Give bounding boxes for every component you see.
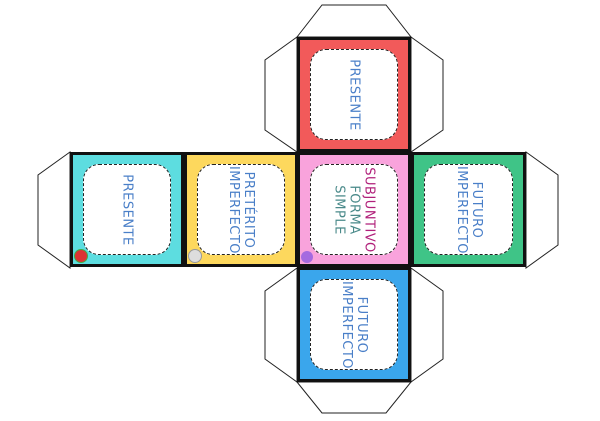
tab-top-right (410, 36, 444, 153)
tab-top-left (264, 36, 298, 153)
tab-top (295, 4, 413, 38)
face-label: FUTURO IMPERFECTO (339, 280, 369, 368)
face-middle-left: PRETÉRITO IMPERFECTO (184, 152, 298, 267)
face-card: PRESENTE (310, 49, 398, 140)
label-line: SUBJUNTIVO (361, 166, 377, 253)
face-card: FUTURO IMPERFECTO (424, 164, 513, 255)
face-card: FUTURO IMPERFECTO (310, 279, 398, 370)
label-line: IMPERFECTO (453, 165, 469, 254)
face-label: PRETÉRITO IMPERFECTO (226, 165, 256, 253)
label-line: FUTURO (354, 296, 369, 353)
gift-icon (74, 249, 88, 263)
avatar-icon (188, 249, 202, 263)
tab-bottom-left (264, 267, 298, 383)
paint-splash-icon (301, 251, 313, 263)
face-left: PRESENTE (70, 152, 184, 267)
label-line: FUTURO (468, 181, 484, 238)
tab-left (37, 151, 71, 269)
face-top: PRESENTE (297, 37, 411, 152)
face-card: PRESENTE (83, 164, 171, 255)
face-card: SUBJUNTIVO FORMA SIMPLE (310, 164, 398, 255)
label-line: PRETÉRITO (241, 171, 256, 248)
label-line: IMPERFECTO (226, 165, 241, 254)
face-card: PRETÉRITO IMPERFECTO (197, 164, 285, 255)
face-right: FUTURO IMPERFECTO (411, 152, 526, 267)
face-label: SUBJUNTIVO FORMA SIMPLE (332, 167, 377, 252)
tab-bottom (295, 381, 413, 414)
label-line: FORMA (346, 184, 362, 235)
face-label: FUTURO IMPERFECTO (454, 165, 484, 253)
face-center: SUBJUNTIVO FORMA SIMPLE (297, 152, 411, 267)
label-line: SIMPLE (331, 184, 347, 235)
tab-bottom-right (410, 267, 444, 383)
face-bottom: FUTURO IMPERFECTO (297, 267, 411, 382)
tab-right (525, 151, 559, 269)
label-line: IMPERFECTO (339, 280, 354, 369)
face-label: PRESENTE (346, 58, 362, 131)
face-label: PRESENTE (119, 173, 135, 246)
